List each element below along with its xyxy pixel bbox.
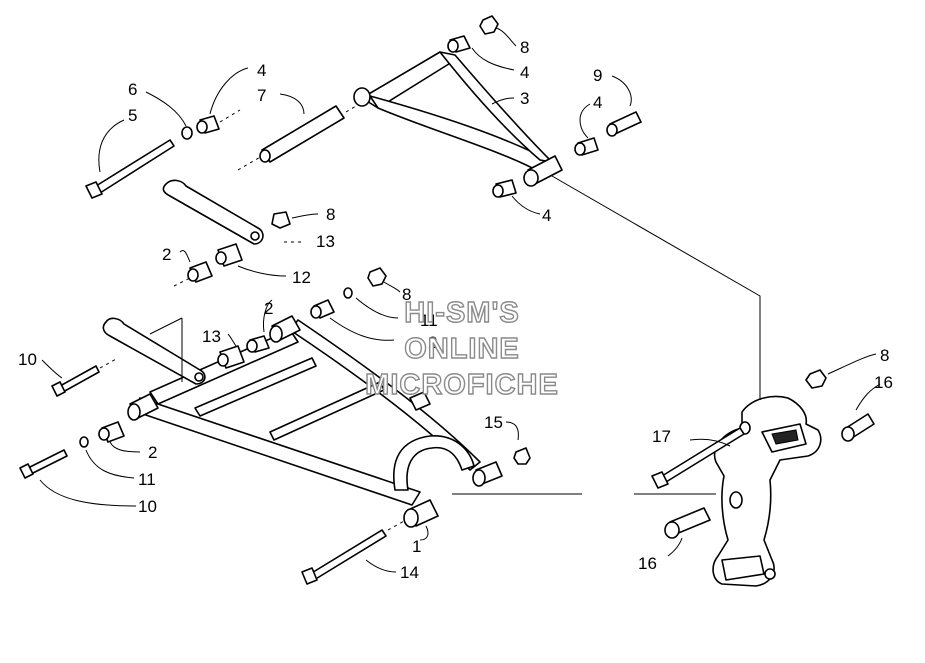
callout-4: 4 <box>542 206 551 225</box>
callout-16: 16 <box>874 373 893 392</box>
watermark-line-1: HI-SM'S <box>404 297 519 329</box>
steering-knuckle <box>712 395 822 587</box>
callout-13: 13 <box>316 232 335 251</box>
watermark-line-3: MICROFICHE <box>365 369 559 401</box>
callout-10: 10 <box>18 350 37 369</box>
upper-arm-hardware <box>447 15 642 198</box>
callout-4: 4 <box>593 93 602 112</box>
callout-10: 10 <box>138 497 157 516</box>
callout-11: 11 <box>420 311 438 330</box>
link-bolt-lower <box>19 449 68 479</box>
callout-8: 8 <box>326 205 335 224</box>
lower-link <box>102 317 206 385</box>
upper-link <box>162 179 291 245</box>
mid-bushings <box>187 243 243 283</box>
callout-2: 2 <box>148 443 157 462</box>
callout-6: 6 <box>128 80 137 99</box>
long-bolt <box>301 529 387 585</box>
link-bolt-upper <box>51 365 100 397</box>
watermark-line-2: ONLINE <box>404 333 520 365</box>
callout-13: 13 <box>202 327 221 346</box>
upper-bolt-assembly <box>85 115 220 199</box>
callout-2: 2 <box>428 333 437 352</box>
callout-12: 12 <box>292 268 311 287</box>
callout-2: 2 <box>264 299 273 318</box>
callout-3: 3 <box>520 89 529 108</box>
callout-7: 7 <box>257 86 266 105</box>
callout-8: 8 <box>520 38 529 57</box>
pivot-shaft <box>259 105 345 163</box>
callout-5: 5 <box>128 106 137 125</box>
callout-4: 4 <box>257 61 266 80</box>
callout-8: 8 <box>880 346 889 365</box>
callout-2: 2 <box>162 245 171 264</box>
lower-a-arm <box>127 315 503 528</box>
lower-bushings <box>79 267 531 465</box>
callout-14: 14 <box>400 563 419 582</box>
callout-15: 15 <box>484 413 503 432</box>
callout-17: 17 <box>652 427 671 446</box>
callout-8: 8 <box>402 285 411 304</box>
callout-9: 9 <box>593 66 602 85</box>
knuckle-hardware <box>651 369 875 539</box>
upper-a-arm <box>353 51 563 187</box>
callout-16: 16 <box>638 554 657 573</box>
callout-1: 1 <box>412 537 421 556</box>
callout-4: 4 <box>520 63 529 82</box>
callout-11: 11 <box>138 470 156 489</box>
watermark: HI-SM'S ONLINE MICROFICHE <box>364 296 559 401</box>
